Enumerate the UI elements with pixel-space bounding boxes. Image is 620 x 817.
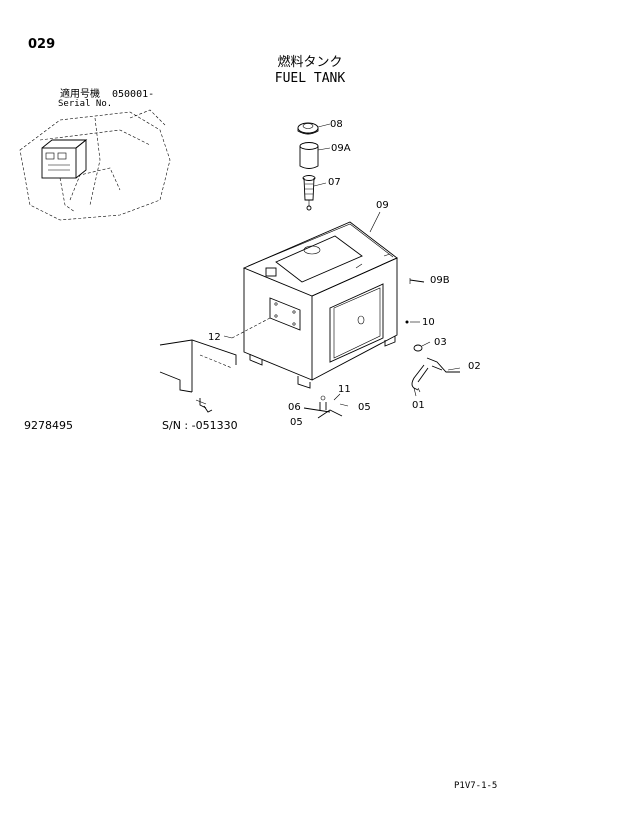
title-japanese: 燃料タンク <box>277 55 343 70</box>
callout-03: 03 <box>434 337 447 348</box>
mounting-hardware <box>303 393 343 419</box>
callout-09a: 09A <box>331 143 351 154</box>
callout-11: 11 <box>338 384 351 395</box>
strainer-part <box>299 142 331 169</box>
drain-and-sensor-parts <box>405 278 461 397</box>
serial-label-english: Serial No. <box>58 99 113 109</box>
title-english: FUEL TANK <box>274 71 346 86</box>
fuel-tank-body <box>231 211 398 389</box>
callout-09: 09 <box>376 200 389 211</box>
page-number: 029 <box>28 37 56 52</box>
callout-02: 02 <box>468 361 481 372</box>
callout-09b: 09B <box>430 275 450 286</box>
page-code: P1V7-1-5 <box>454 781 498 791</box>
callout-12: 12 <box>208 332 221 343</box>
callout-10: 10 <box>422 317 435 328</box>
callout-08: 08 <box>330 119 343 130</box>
serial-range: S/N : -051330 <box>162 419 238 432</box>
callout-01: 01 <box>412 400 425 411</box>
callout-07: 07 <box>328 177 341 188</box>
machine-location-sketch <box>19 109 171 221</box>
callout-05-left: 05 <box>290 417 303 428</box>
filler-screen-part <box>302 175 327 211</box>
drawing-number: 9278495 <box>24 419 73 432</box>
callout-05-right: 05 <box>358 402 371 413</box>
frame-section <box>159 339 237 413</box>
serial-label-japanese: 適用号機 <box>60 89 100 100</box>
serial-from: 050001- <box>112 89 155 100</box>
callout-06: 06 <box>288 402 301 413</box>
fuel-cap-part <box>297 122 331 135</box>
